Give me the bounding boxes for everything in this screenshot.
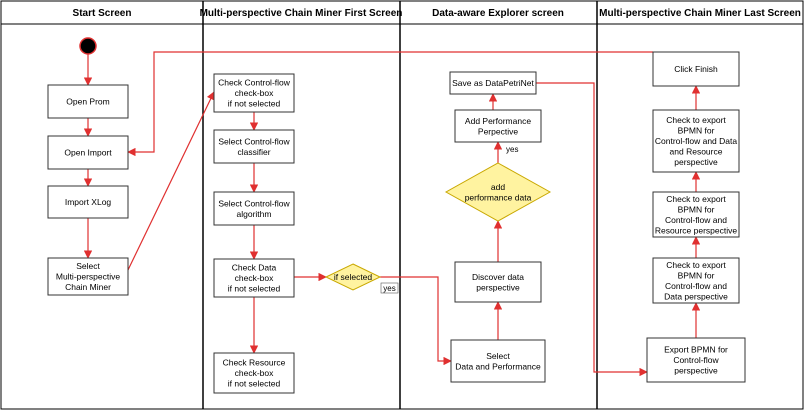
node-import-xlog-label: Import XLog <box>65 197 112 207</box>
node-save-datapetrinet[interactable]: Save as DataPetriNet <box>449 71 537 95</box>
edge-select-miner-to-check-cf <box>127 91 215 271</box>
node-click-finish-label: Click Finish <box>674 64 718 74</box>
edge-click-finish-to-open-import <box>127 51 653 157</box>
node-save-datapetrinet-label: Save as DataPetriNet <box>452 78 534 88</box>
lane-title-chain-miner-last: Multi-perspective Chain Miner Last Scree… <box>599 8 801 19</box>
lane-title-chain-miner-first: Multi-perspective Chain Miner First Scre… <box>200 8 403 19</box>
start-node <box>79 37 97 55</box>
edges <box>83 51 701 377</box>
edge-save-to-export-cf <box>536 82 648 377</box>
node-open-prom[interactable]: Open Prom <box>47 84 129 119</box>
node-click-finish[interactable]: Click Finish <box>652 51 740 87</box>
node-import-xlog[interactable]: Import XLog <box>47 185 129 219</box>
node-open-prom-label: Open Prom <box>66 97 109 107</box>
edge-label-yes-if-selected: yes <box>380 282 399 294</box>
lane-title-start-screen: Start Screen <box>73 8 132 19</box>
decision-if-selected[interactable]: if selected <box>324 263 382 291</box>
edge-if-selected-to-select-data-perf <box>380 276 452 366</box>
decision-if-selected-label: if selected <box>334 272 373 282</box>
node-open-import[interactable]: Open Import <box>47 135 129 170</box>
lane-title-data-aware-explorer: Data-aware Explorer screen <box>432 8 564 19</box>
edge-label-yes-if-selected-text: yes <box>383 284 395 293</box>
node-open-import-label: Open Import <box>64 148 112 158</box>
edge-label-yes-performance: yes <box>506 145 518 154</box>
